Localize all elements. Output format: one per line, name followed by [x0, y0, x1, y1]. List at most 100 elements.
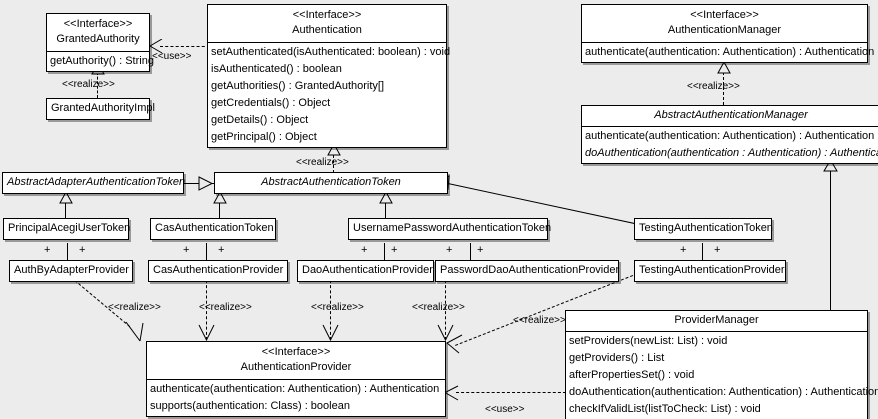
arrowhead-realize-cas	[198, 324, 215, 341]
label-realize-authbyadapterprovider: <<realize>>	[108, 302, 161, 313]
class-dao-authentication-provider[interactable]: DaoAuthenticationProvider	[297, 260, 434, 282]
member-list-provider-manager: setProviders(newList: List) : void getPr…	[566, 331, 878, 419]
class-abstract-adapter-authentication-token[interactable]: AbstractAdapterAuthenticationToken	[2, 172, 186, 194]
member-list-abstract-authentication-manager: authenticate(authentication: Authenticat…	[582, 126, 878, 163]
member-setauthenticated: setAuthenticated(isAuthenticated: boolea…	[211, 46, 451, 58]
connector-realize-abstractauthenticationmanager	[723, 72, 724, 105]
class-name-username-password-authentication-token: UsernamePasswordAuthenticationToken	[353, 222, 552, 234]
class-header-authentication: <<Interface>> Authentication	[208, 5, 446, 42]
class-header-abstract-authentication-manager: AbstractAuthenticationManager	[582, 106, 878, 126]
class-cas-authentication-token[interactable]: CasAuthenticationToken	[150, 218, 276, 240]
class-abstract-authentication-token[interactable]: AbstractAuthenticationToken	[214, 172, 448, 194]
class-granted-authority-impl[interactable]: GrantedAuthorityImpl	[46, 98, 155, 120]
class-authentication[interactable]: <<Interface>> Authentication setAuthenti…	[207, 4, 451, 148]
association-marker-plus: +	[680, 244, 687, 256]
arrowhead-realize-passworddao	[437, 324, 454, 341]
class-cas-authentication-provider[interactable]: CasAuthenticationProvider	[148, 260, 288, 282]
triangle-realize-authentication	[327, 144, 341, 156]
stereotype-interface: <<Interface>>	[63, 18, 133, 30]
stereotype-interface: <<Interface>>	[292, 9, 362, 21]
triangle-generalization-castoken	[213, 192, 227, 204]
class-principal-acegi-user-token[interactable]: PrincipalAcegiUserToken	[3, 218, 131, 240]
member-getauthorities: getAuthorities() : GrantedAuthority[]	[211, 80, 385, 92]
connector-generalization-providermanager	[830, 170, 831, 311]
member-doauthentication: doAuthentication(authentication : Authen…	[585, 147, 878, 159]
member-doauthentication: doAuthentication(authentication: Authent…	[569, 386, 878, 398]
arrowhead-open-left	[149, 39, 163, 54]
class-auth-by-adapter-provider[interactable]: AuthByAdapterProvider	[9, 260, 133, 282]
connector-realize-daoauthenticationprovider	[330, 280, 331, 340]
member-list-granted-authority: getAuthority() : String	[47, 51, 154, 71]
class-testing-authentication-token[interactable]: TestingAuthenticationToken	[634, 218, 773, 240]
label-use-authentication-grantedauthority: <<use>>	[152, 51, 192, 62]
connector-realize-grantedauthorityimpl	[97, 72, 98, 98]
association-marker-plus: +	[79, 244, 86, 256]
member-isauthenticated: isAuthenticated() : boolean	[211, 63, 342, 75]
association-marker-plus: +	[44, 244, 51, 256]
class-name-dao-authentication-provider: DaoAuthenticationProvider	[302, 264, 433, 276]
connector-generalization-castoken	[219, 200, 220, 218]
member-checkifvalidlist: checkIfValidList(listToCheck: List) : vo…	[569, 403, 761, 415]
class-testing-authentication-provider[interactable]: TestingAuthenticationProvider	[634, 260, 786, 282]
association-marker-plus: +	[218, 244, 225, 256]
label-realize-passworddaoauthenticationprovider: <<realize>>	[412, 302, 465, 313]
connector-use-authentication-grantedauthority	[160, 46, 210, 47]
member-afterpropertiesset: afterPropertiesSet() : void	[569, 369, 695, 381]
connector-use-providermanager	[456, 392, 566, 393]
connector-association-cas	[206, 243, 207, 260]
connector-association-principal-authbyadapter	[67, 243, 68, 260]
arrowhead-realize-dao	[322, 324, 339, 341]
class-name-principal-acegi-user-token: PrincipalAcegiUserToken	[8, 222, 131, 234]
class-name-authentication-manager: AuthenticationManager	[667, 24, 782, 36]
class-header-principal-acegi-user-token: PrincipalAcegiUserToken	[4, 219, 131, 239]
class-header-authentication-manager: <<Interface>> AuthenticationManager	[582, 5, 867, 42]
association-marker-plus: +	[714, 244, 721, 256]
class-header-abstract-adapter-authentication-token: AbstractAdapterAuthenticationToken	[3, 173, 186, 193]
member-list-authentication: setAuthenticated(isAuthenticated: boolea…	[208, 42, 451, 147]
member-setproviders: setProviders(newList: List) : void	[569, 335, 728, 347]
connector-realize-casauthenticationprovider	[206, 280, 207, 340]
label-realize-casauthenticationprovider: <<realize>>	[199, 302, 252, 313]
association-marker-plus: +	[446, 244, 453, 256]
class-header-testing-authentication-provider: TestingAuthenticationProvider	[635, 261, 785, 281]
association-marker-plus: +	[361, 244, 368, 256]
connector-generalization-usernamepasswordtoken	[385, 200, 386, 218]
member-getauthority: getAuthority() : String	[50, 55, 154, 67]
member-getprincipal: getPrincipal() : Object	[211, 131, 317, 143]
class-name-abstract-adapter-authentication-token: AbstractAdapterAuthenticationToken	[7, 176, 186, 188]
association-marker-plus: +	[391, 244, 398, 256]
class-header-cas-authentication-token: CasAuthenticationToken	[151, 219, 275, 239]
label-realize-daoauthenticationprovider: <<realize>>	[311, 302, 364, 313]
class-name-authentication: Authentication	[292, 24, 362, 36]
connector-generalization-principalacegitoken	[65, 202, 66, 218]
class-header-cas-authentication-provider: CasAuthenticationProvider	[149, 261, 287, 281]
member-authenticate: authenticate(authentication: Authenticat…	[585, 130, 875, 142]
member-getcredentials: getCredentials() : Object	[211, 97, 331, 109]
class-name-cas-authentication-token: CasAuthenticationToken	[155, 222, 274, 234]
label-realize-grantedauthorityimpl: <<realize>>	[62, 79, 115, 90]
class-authentication-manager[interactable]: <<Interface>> AuthenticationManager auth…	[581, 4, 874, 63]
class-name-provider-manager: ProviderManager	[674, 314, 759, 326]
class-header-username-password-authentication-token: UsernamePasswordAuthenticationToken	[349, 219, 552, 239]
member-supports: supports(authentication: Class) : boolea…	[150, 400, 350, 412]
member-list-authentication-provider: authenticate(authentication: Authenticat…	[147, 379, 445, 416]
connector-association-dao	[384, 243, 385, 260]
class-authentication-provider[interactable]: <<Interface>> AuthenticationProvider aut…	[146, 341, 446, 417]
class-header-dao-authentication-provider: DaoAuthenticationProvider	[298, 261, 433, 281]
arrowhead-realize-testing	[444, 334, 464, 356]
class-header-testing-authentication-token: TestingAuthenticationToken	[635, 219, 773, 239]
class-username-password-authentication-token[interactable]: UsernamePasswordAuthenticationToken	[348, 218, 552, 240]
class-header-authentication-provider: <<Interface>> AuthenticationProvider	[147, 342, 445, 379]
class-provider-manager[interactable]: ProviderManager setProviders(newList: Li…	[565, 310, 878, 419]
class-granted-authority[interactable]: <<Interface>> GrantedAuthority getAuthor…	[46, 13, 154, 72]
member-list-authentication-manager: authenticate(authentication: Authenticat…	[582, 42, 874, 62]
connector-realize-passworddaoauthenticationprovider	[445, 280, 446, 340]
class-header-abstract-authentication-token: AbstractAuthenticationToken	[215, 173, 447, 193]
label-realize-testingauthenticationprovider: <<realize>>	[513, 315, 566, 326]
arrowhead-realize-authbyadapter	[124, 320, 144, 342]
class-abstract-authentication-manager[interactable]: AbstractAuthenticationManager authentica…	[581, 105, 878, 164]
arrowhead-use-providermanager	[444, 385, 459, 401]
triangle-generalization-abstractauthenticationmanager	[823, 160, 838, 172]
class-header-granted-authority-impl: GrantedAuthorityImpl	[47, 99, 155, 119]
class-password-dao-authentication-provider[interactable]: PasswordDaoAuthenticationProvider	[435, 260, 619, 282]
